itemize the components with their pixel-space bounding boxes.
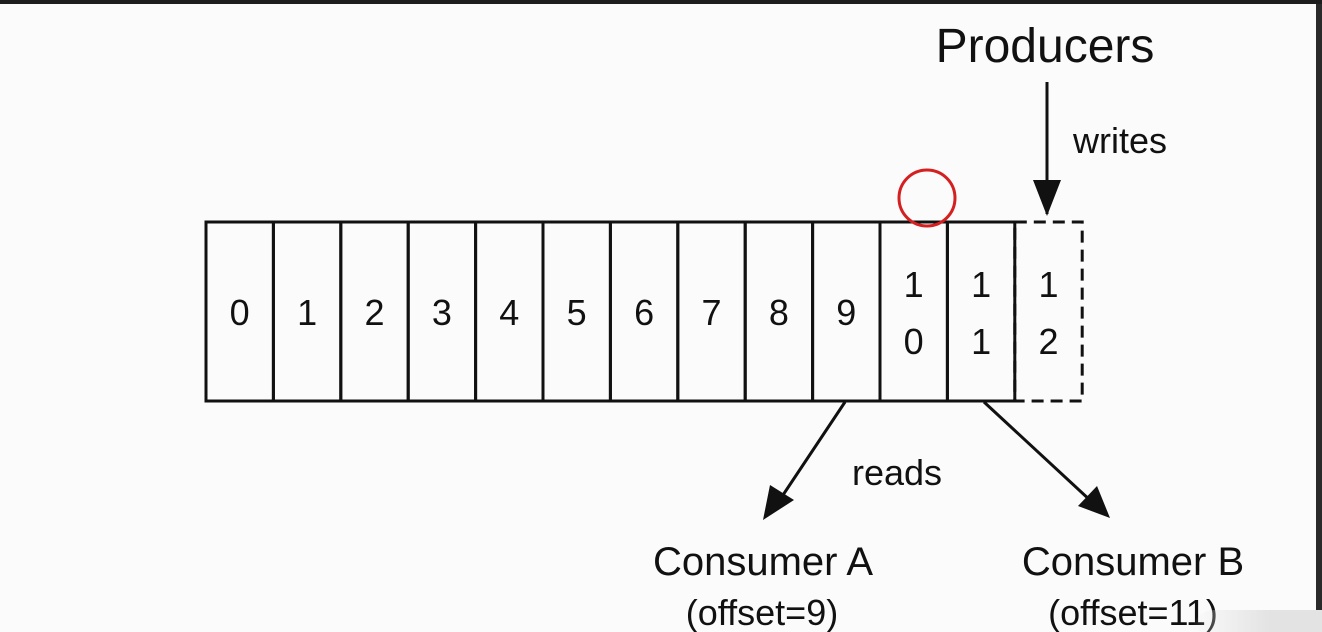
log-cell-12-digit-2: 2 — [1038, 321, 1058, 362]
reads-arrowhead-consumer-b — [1078, 486, 1110, 518]
log-cell-3-label: 3 — [432, 292, 452, 333]
log-cell-10-digit-2: 0 — [904, 321, 924, 362]
reads-arrow-consumer-b — [982, 400, 1094, 504]
log-cell-2-label: 2 — [364, 292, 384, 333]
log-cell-6-label: 6 — [634, 292, 654, 333]
log-cell-11 — [945, 220, 1017, 403]
reads-arrow-consumer-a — [775, 401, 847, 505]
writes-arrowhead — [1033, 180, 1061, 216]
reads-label: reads — [852, 452, 942, 493]
log-cell-4-label: 4 — [499, 292, 519, 333]
reads-arrowhead-consumer-a — [763, 485, 794, 520]
log-cell-11-digit-2: 1 — [971, 321, 991, 362]
log-cell-5-label: 5 — [567, 292, 587, 333]
log-cell-12 — [1013, 220, 1084, 403]
right-border — [1316, 4, 1322, 632]
log-cell-7-label: 7 — [701, 292, 721, 333]
consumer-b-label: Consumer B — [1022, 540, 1244, 584]
log-cell-12-digit-1: 1 — [1038, 264, 1058, 305]
log-cell-8-label: 8 — [769, 292, 789, 333]
consumer-b-offset: (offset=11) — [1048, 592, 1218, 632]
consumer-a-offset: (offset=9) — [686, 592, 838, 632]
log-cell-0-label: 0 — [230, 292, 250, 333]
log-cell-9-label: 9 — [836, 292, 856, 333]
writes-label: writes — [1072, 120, 1167, 161]
log-cell-10-digit-1: 1 — [904, 264, 924, 305]
log-cell-10 — [878, 220, 949, 403]
corner-overlay — [1192, 610, 1322, 632]
log-cell-11-digit-1: 1 — [971, 264, 991, 305]
highlight-circle — [897, 168, 957, 228]
producers-label: Producers — [936, 20, 1155, 73]
top-border — [0, 0, 1322, 4]
log-cell-1-label: 1 — [297, 292, 317, 333]
consumer-a-label: Consumer A — [653, 540, 873, 584]
